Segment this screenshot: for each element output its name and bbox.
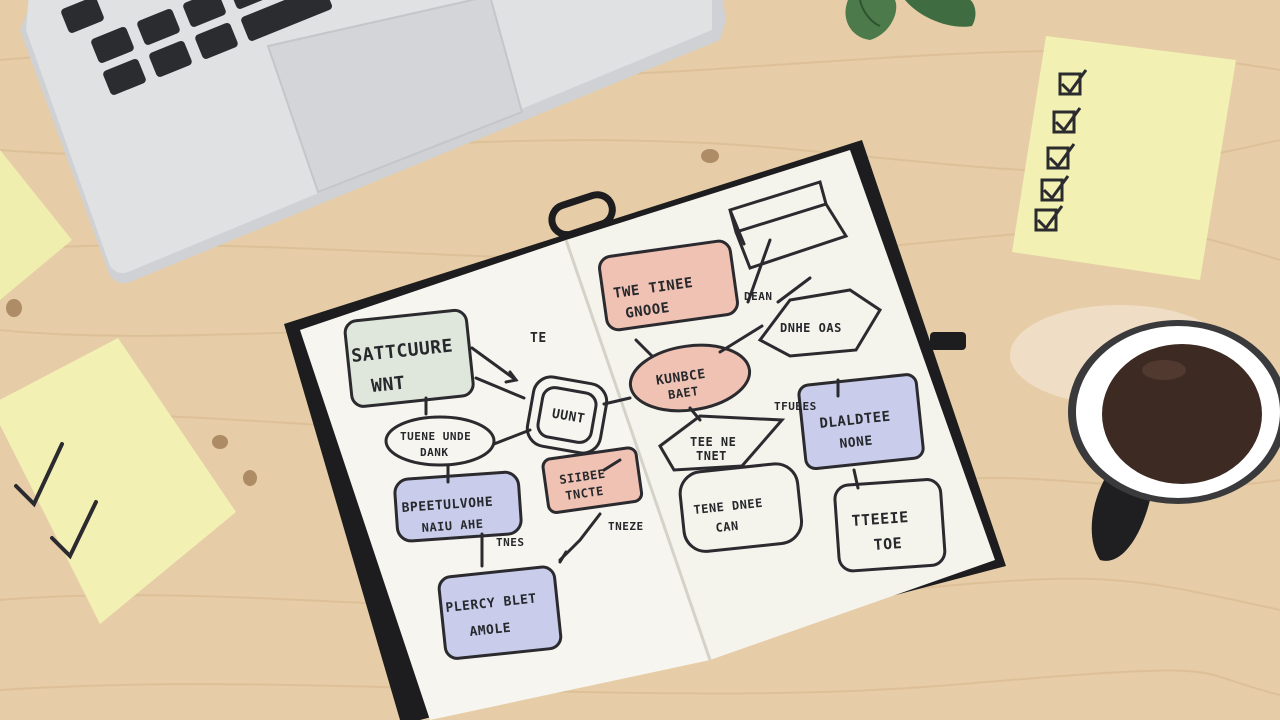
sketch-hexagon: [757, 288, 883, 358]
svg-text:DLALDTEE: DLALDTEE: [819, 409, 892, 432]
svg-text:TE: TE: [530, 331, 547, 346]
svg-text:TTEEIE: TTEEIE: [851, 508, 909, 530]
sketch-box-d: [833, 478, 947, 573]
svg-text:NONE: NONE: [839, 434, 874, 452]
sketch-diamond-line1: TEE NE: [690, 435, 736, 449]
sketch-oval-box-b: [678, 462, 804, 553]
sketch-blue-box: [797, 373, 925, 471]
svg-text:TNET: TNET: [696, 449, 727, 463]
sticky-note-icon: [0, 150, 236, 624]
svg-text:NAIU AHE: NAIU AHE: [421, 517, 484, 535]
svg-text:UUNT: UUNT: [551, 406, 586, 427]
svg-text:DANK: DANK: [420, 446, 449, 459]
svg-text:TUENE UNDE: TUENE UNDE: [400, 430, 471, 443]
svg-text:WNT: WNT: [370, 373, 406, 397]
sketch-labels: SATTCUURE WNT TUENE UNDE DANK BPEETULVOH…: [350, 275, 909, 640]
laptop-icon: [20, 0, 726, 284]
sketch-blue-box-line2: NONE: [839, 434, 874, 452]
sketch-small-box-line1: SIIBEE: [558, 467, 606, 487]
sketch-3d-block: [728, 180, 849, 270]
svg-text:AMOLE: AMOLE: [469, 621, 512, 640]
sketch-label-c: DEAN: [744, 290, 773, 303]
sketch-box-b-line1: BPEETULVOHE: [401, 495, 493, 516]
coffee: [1102, 344, 1262, 484]
sketch-box-b-line2: NAIU AHE: [421, 517, 484, 535]
sketch-oval-a-line1: TUENE UNDE: [400, 430, 471, 443]
svg-text:DEAN: DEAN: [744, 290, 773, 303]
sketch-diamond: [658, 414, 786, 472]
sketch-red-oval-line1: KUNBCE: [655, 367, 707, 389]
sketch-small-box: [541, 446, 644, 514]
sketch-hexagon-label: DNHE OAS: [780, 321, 842, 335]
svg-text:TEE NE: TEE NE: [690, 435, 736, 449]
laptop-keyboard: [61, 0, 332, 95]
sticky-note-icon: [1012, 36, 1236, 280]
sketch-center-box-label: UUNT: [551, 406, 586, 427]
checkmark-icon: [1042, 175, 1070, 201]
coffee-mug-icon: [1010, 305, 1280, 561]
svg-text:TFUBES: TFUBES: [774, 400, 817, 413]
sketch-blue-box-line1: DLALDTEE: [819, 409, 892, 432]
svg-text:TNCTE: TNCTE: [564, 484, 604, 503]
sketch-box-c-line2: AMOLE: [469, 621, 512, 640]
checkmark-icon: [14, 442, 64, 508]
sketch-diamond-line2: TNET: [696, 449, 727, 463]
sketch-label-d: TFUBES: [774, 400, 817, 413]
svg-text:DNHE OAS: DNHE OAS: [780, 321, 842, 335]
svg-text:TNEZE: TNEZE: [608, 520, 644, 533]
sketch-top-red-box: [598, 239, 739, 332]
laptop-trackpad: [266, 0, 524, 194]
svg-text:SIIBEE: SIIBEE: [558, 467, 606, 487]
svg-text:KUNBCE: KUNBCE: [655, 367, 707, 389]
checkmark-icon: [1054, 107, 1082, 133]
checkmark-icon: [1060, 69, 1088, 95]
svg-text:BPEETULVOHE: BPEETULVOHE: [401, 495, 493, 516]
sketch-red-oval: [628, 343, 752, 413]
checkmark-icon: [1048, 143, 1076, 169]
svg-text:TNES: TNES: [496, 536, 525, 549]
sketch-box-c: [437, 565, 563, 660]
sketch-oval-b-line2: CAN: [715, 519, 740, 535]
sketch-small-box-line2: TNCTE: [564, 484, 604, 503]
sketch-label-a: TNES: [496, 536, 525, 549]
sketch-box-a-line2: WNT: [370, 373, 406, 397]
sketch-box-d-line2: TOE: [873, 534, 903, 554]
sketch-red-oval-line2: BAET: [667, 384, 700, 402]
plant-icon: [845, 0, 976, 40]
svg-text:BAET: BAET: [667, 384, 700, 402]
sketch-label-b: TNEZE: [608, 520, 644, 533]
sketch-top-red-line2: GNOOE: [624, 300, 670, 322]
sketch-center-label: TE: [530, 331, 547, 346]
checkmark-icon: [1036, 205, 1064, 231]
notebook-sketch: [343, 180, 947, 660]
sketch-box-d-line1: TTEEIE: [851, 508, 909, 530]
sketch-box-a: [343, 308, 475, 408]
checkmark-icon: [50, 500, 98, 560]
svg-text:CAN: CAN: [715, 519, 740, 535]
wood-knots: [6, 149, 719, 486]
sketch-oval-a: [384, 415, 496, 467]
sketch-box-b: [393, 470, 523, 543]
sketch-oval-a-line2: DANK: [420, 446, 449, 459]
sketch-center-box: [525, 375, 609, 455]
svg-text:TOE: TOE: [873, 534, 903, 554]
svg-text:GNOOE: GNOOE: [624, 300, 670, 322]
